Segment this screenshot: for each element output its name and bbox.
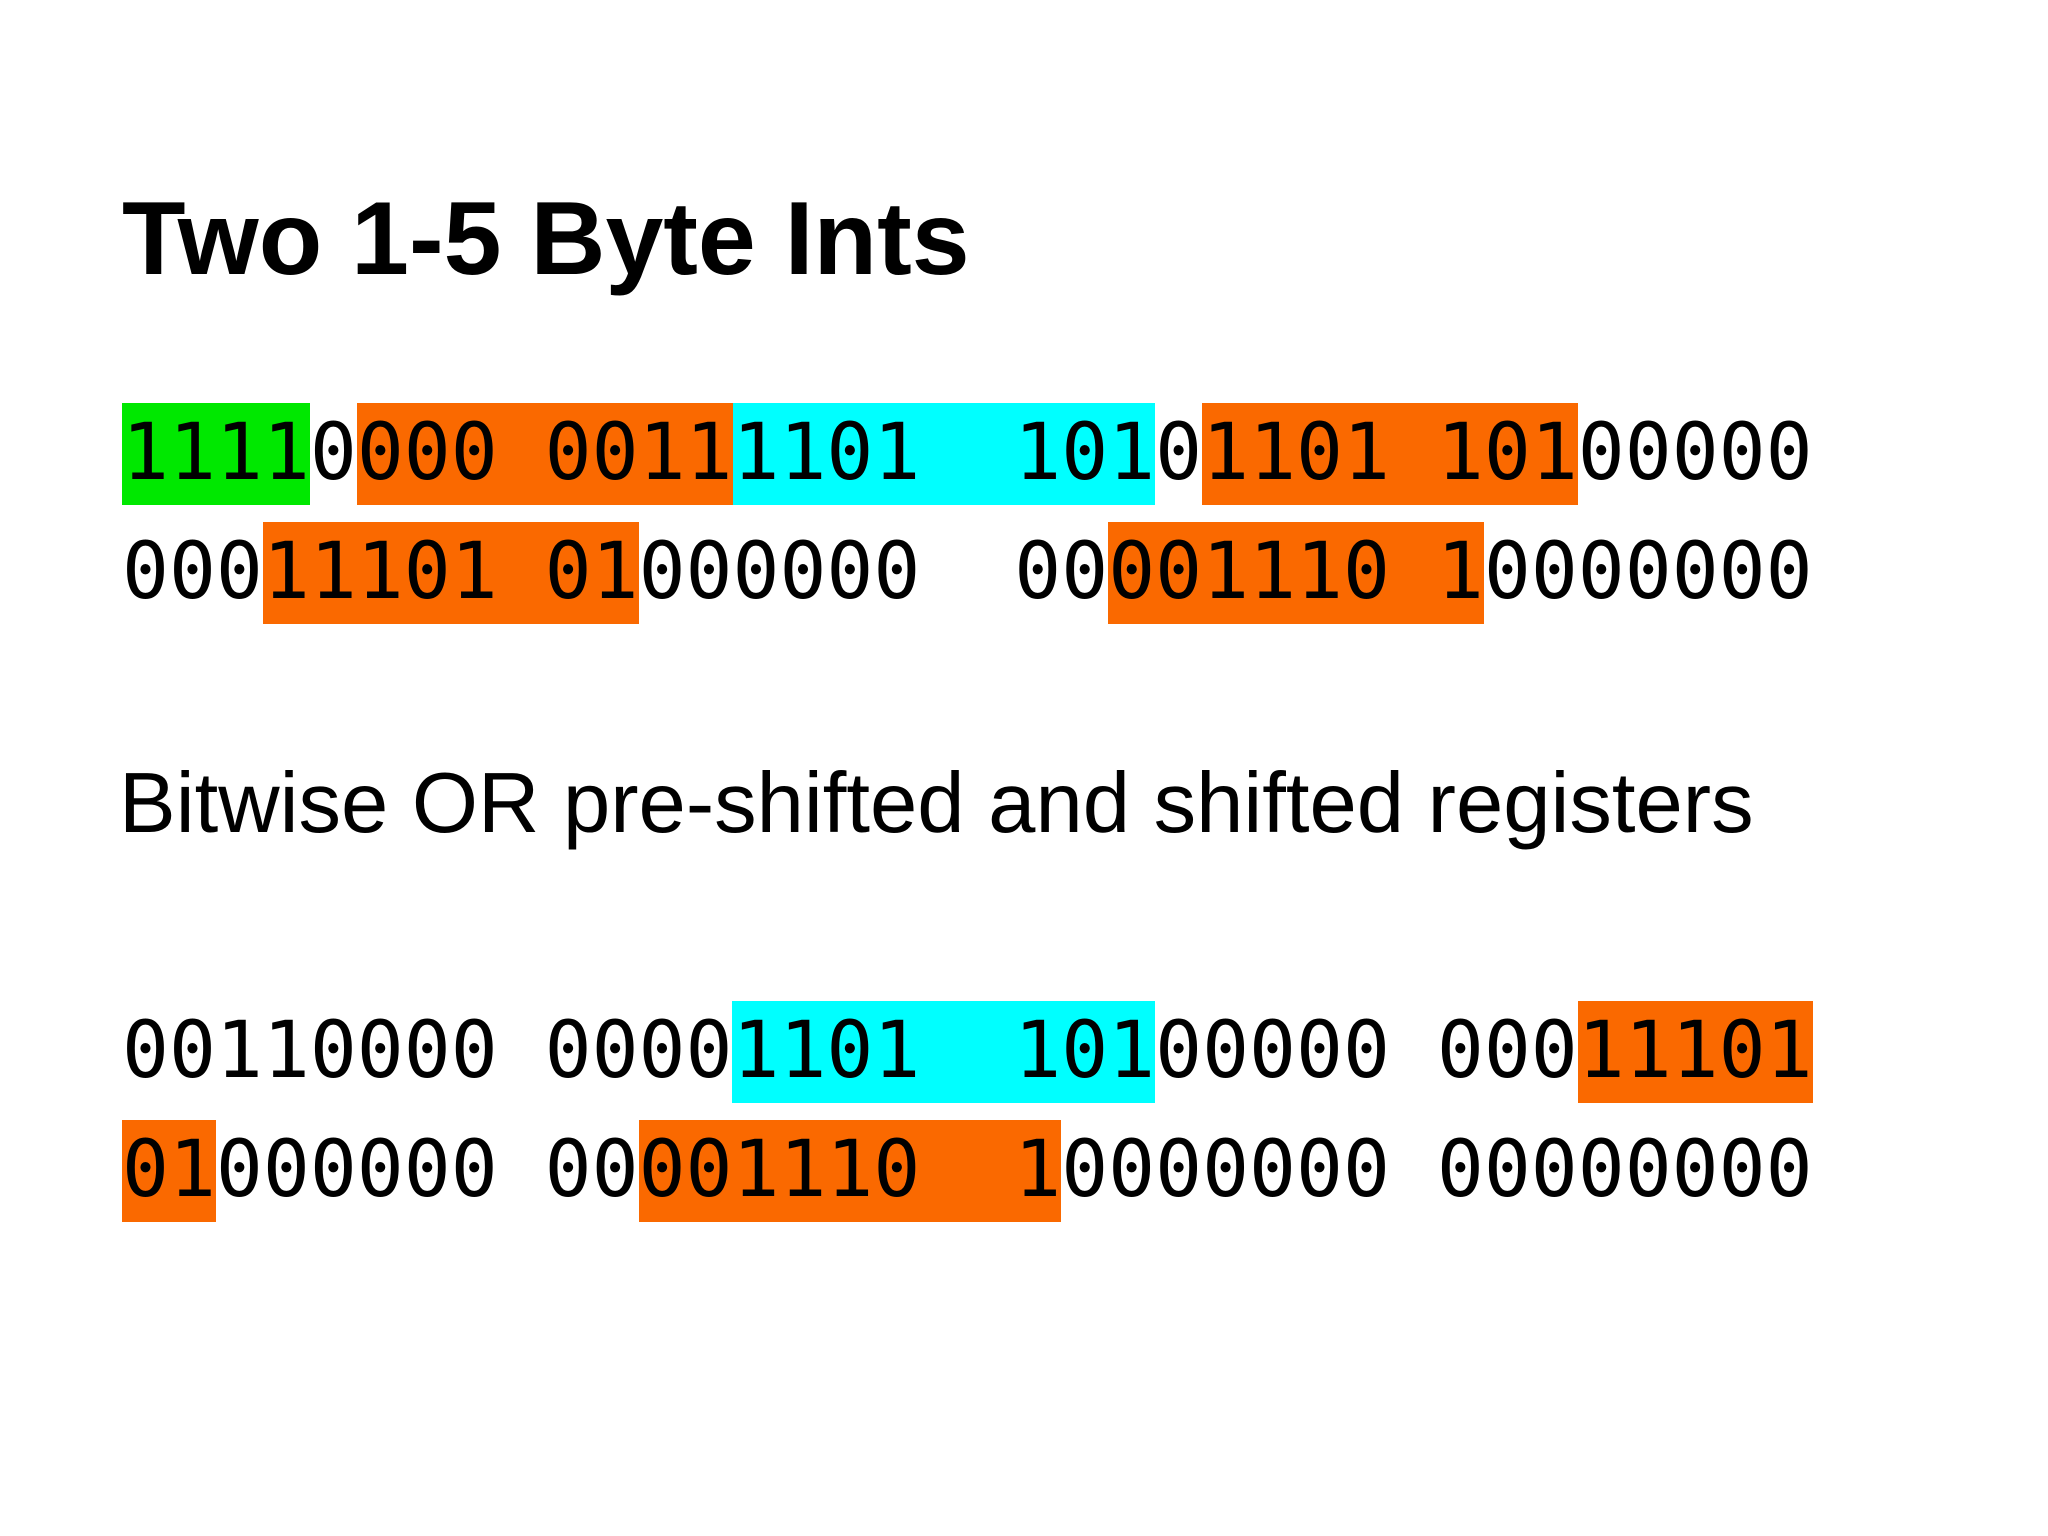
bit-run-plain: 0000000	[1483, 527, 1813, 617]
bit-run-orange: 1101 101	[1202, 403, 1578, 505]
register-line-bottom-1: 00110000 00001101 10100000 00011101	[122, 1001, 1813, 1103]
bit-run-orange: 001110 1	[1108, 522, 1484, 624]
register-line-top-1: 11110000 00111101 10101101 10100000	[122, 403, 1813, 505]
bit-run-cyan: 1101 101	[732, 403, 1156, 505]
bit-run-plain: 000000 00	[638, 527, 1109, 617]
bit-run-plain: 0000000 00000000	[1061, 1125, 1813, 1215]
bit-run-plain: 00000	[1577, 408, 1813, 498]
register-line-bottom-2: 01000000 00001110 10000000 00000000	[122, 1120, 1813, 1222]
slide-title: Two 1-5 Byte Ints	[122, 181, 970, 297]
bit-run-orange: 001110 1	[638, 1120, 1062, 1222]
slide-body-text: Bitwise OR pre-shifted and shifted regis…	[119, 756, 1754, 851]
bit-run-orange: 000 0011	[356, 403, 733, 505]
bit-run-orange: 11101 01	[262, 522, 639, 624]
bit-run-plain: 0	[1155, 408, 1203, 498]
register-line-top-2: 00011101 01000000 00001110 10000000	[122, 522, 1813, 624]
bit-run-green: 1111	[122, 403, 310, 505]
bit-run-plain: 000000 00	[215, 1125, 639, 1215]
bit-run-plain: 00000 000	[1155, 1006, 1578, 1096]
bit-run-orange: 11101	[1577, 1001, 1813, 1103]
bit-run-cyan: 1101 101	[732, 1001, 1156, 1103]
bit-run-orange: 01	[122, 1120, 216, 1222]
bit-run-plain: 00110000 0000	[122, 1006, 733, 1096]
bit-run-plain: 000	[122, 527, 263, 617]
bit-run-plain: 0	[309, 408, 357, 498]
